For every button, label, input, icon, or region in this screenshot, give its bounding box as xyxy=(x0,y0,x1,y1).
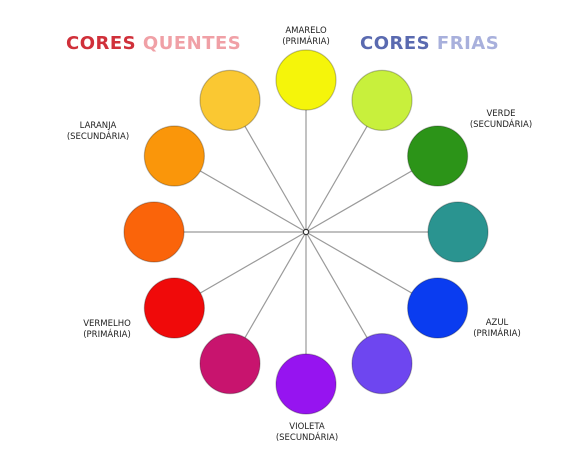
color-circle-azul-violeta xyxy=(351,333,413,395)
color-circle-vermelho-violeta xyxy=(199,333,261,395)
label-laranja-type: (SECUNDÁRIA) xyxy=(66,132,130,142)
color-circle-azul-esverdeado xyxy=(427,201,489,263)
color-circle-azul xyxy=(407,277,469,339)
color-circle-amarelo-alaranjado xyxy=(199,69,261,131)
label-vermelho-name: VERMELHO xyxy=(83,319,131,329)
label-verde: VERDE (SECUNDÁRIA) xyxy=(456,109,546,131)
label-vermelho-type: (PRIMÁRIA) xyxy=(83,330,131,340)
cool-colors-title-word2: FRIAS xyxy=(436,33,500,54)
wheel-center-point xyxy=(302,228,310,236)
wheel-circles xyxy=(123,49,489,415)
color-circle-vermelho-alaranjado xyxy=(123,201,185,263)
color-circle-violeta xyxy=(275,353,337,415)
label-violeta: VIOLETA (SECUNDÁRIA) xyxy=(262,422,352,444)
cool-colors-title-word1: CORES xyxy=(360,33,431,54)
label-laranja: LARANJA (SECUNDÁRIA) xyxy=(53,121,143,143)
label-amarelo-type: (PRIMÁRIA) xyxy=(282,37,330,47)
warm-colors-title-word1: CORES xyxy=(66,33,137,54)
color-circle-vermelho xyxy=(143,277,205,339)
label-amarelo-name: AMARELO xyxy=(285,26,327,36)
cool-colors-title: CORES FRIAS xyxy=(360,33,499,54)
color-circle-verde xyxy=(407,125,469,187)
warm-colors-title-word2: QUENTES xyxy=(142,33,242,54)
color-circle-amarelo-esverdeado xyxy=(351,69,413,131)
color-circle-amarelo xyxy=(275,49,337,111)
color-circle-laranja xyxy=(143,125,205,187)
label-azul-type: (PRIMÁRIA) xyxy=(473,329,521,339)
label-azul-name: AZUL xyxy=(485,318,509,328)
label-laranja-name: LARANJA xyxy=(79,121,117,131)
label-azul: AZUL (PRIMÁRIA) xyxy=(452,318,542,340)
label-vermelho: VERMELHO (PRIMÁRIA) xyxy=(62,319,152,341)
label-verde-name: VERDE xyxy=(486,109,516,119)
label-violeta-name: VIOLETA xyxy=(289,422,325,432)
label-violeta-type: (SECUNDÁRIA) xyxy=(275,433,339,443)
warm-colors-title: CORES QUENTES xyxy=(66,33,241,54)
label-amarelo: AMARELO (PRIMÁRIA) xyxy=(261,26,351,48)
label-verde-type: (SECUNDÁRIA) xyxy=(469,120,533,130)
